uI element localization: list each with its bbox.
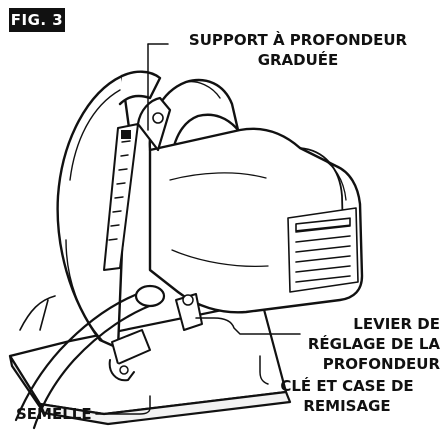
vent-grille xyxy=(287,207,359,293)
callout-wrench-line2: REMISAGE xyxy=(303,397,391,415)
depth-lever xyxy=(175,293,203,331)
callout-wrench: CLÉ ET CASE DE REMISAGE xyxy=(272,376,422,416)
leader-wrench xyxy=(259,355,269,385)
leader-lines xyxy=(95,43,301,415)
callout-base: SEMELLE xyxy=(16,405,92,423)
callout-depth-support-line2: GRADUÉE xyxy=(257,51,339,69)
leader-base xyxy=(95,395,151,415)
callout-depth-support: SUPPORT À PROFONDEUR GRADUÉE xyxy=(172,30,424,70)
blade-guard xyxy=(19,70,162,350)
callout-depth-lever-line2: RÉGLAGE DE LA xyxy=(307,335,440,353)
callout-wrench-line1: CLÉ ET CASE DE xyxy=(280,377,414,395)
callout-depth-support-line1: SUPPORT À PROFONDEUR xyxy=(188,31,408,49)
leader-depth-lever xyxy=(195,317,301,335)
callout-depth-lever-line3: PROFONDEUR xyxy=(322,355,440,373)
upper-housing xyxy=(136,96,172,152)
power-cord xyxy=(14,284,166,430)
callout-depth-lever-line1: LEVIER DE xyxy=(353,315,440,333)
graduated-depth-support xyxy=(103,123,139,271)
figure-badge: FIG. 3 xyxy=(9,8,65,32)
callout-depth-lever: LEVIER DE RÉGLAGE DE LA PROFONDEUR xyxy=(300,314,440,374)
base-plate xyxy=(8,300,292,426)
wrench-storage xyxy=(108,329,151,382)
